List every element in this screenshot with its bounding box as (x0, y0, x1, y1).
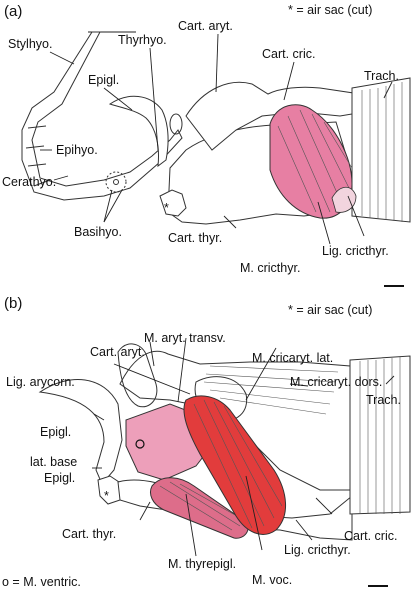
label-thyrhyo-a: Thyrhyo. (118, 33, 167, 47)
m-voc-fibers-b (193, 399, 283, 529)
panel-b: (b) * = air sac (cut) * (2, 295, 411, 589)
label-lig-arycorn-b: Lig. arycorn. (6, 375, 75, 389)
panel-a: (a) * = air sac (cut) * (2, 3, 411, 287)
trachea-rings-b (359, 357, 401, 514)
panel-a-tag: (a) (4, 3, 22, 20)
label-cart-aryt-a: Cart. aryt. (178, 19, 233, 33)
hyoid-chain-a (21, 31, 183, 201)
label-cart-thyr-a: Cart. thyr. (168, 231, 222, 245)
label-cerathyo-a: Cerathyo. (2, 175, 56, 189)
trachea-b (349, 355, 411, 515)
m-thyrepigl-muscle-b (150, 477, 249, 539)
m-cricthyr-muscle-a (269, 104, 353, 219)
leader-lines-a (40, 33, 393, 245)
lig-cricthyr-a (331, 186, 357, 213)
panel-a-air-sac-note: * = air sac (cut) (288, 3, 372, 17)
air-sac-a (159, 189, 187, 217)
panel-b-tag: (b) (4, 295, 22, 312)
air-sac-star-a: * (164, 201, 169, 215)
trachea-a (351, 77, 411, 223)
label-m-aryt-transv-b: M. aryt. transv. (144, 331, 226, 345)
hyoid-apparatus-a (21, 31, 183, 201)
label-epigl-a: Epigl. (88, 73, 119, 87)
trachea-rings-a (361, 82, 403, 222)
label-epihyo-a: Epihyo. (56, 143, 98, 157)
label-stylhyo-a: Stylhyo. (8, 37, 52, 51)
label-lat-base-2-b: Epigl. (44, 471, 75, 485)
label-m-cricthyr-a: M. cricthyr. (240, 261, 300, 275)
label-cart-cric-a: Cart. cric. (262, 47, 315, 61)
label-lig-cricthyr-b: Lig. cricthyr. (284, 543, 351, 557)
hyoid-segments-a (25, 125, 51, 187)
label-lig-cricthyr-a: Lig. cricthyr. (322, 244, 389, 258)
label-trach-b: Trach. (366, 393, 401, 407)
label-basihyo-a: Basihyo. (74, 225, 122, 239)
m-ventric-marker (135, 439, 145, 449)
label-epigl-b: Epigl. (40, 425, 71, 439)
epiglottis-a (108, 95, 169, 168)
label-trach-a: Trach. (364, 69, 399, 83)
label-m-thyrepigl-b: M. thyrepigl. (168, 557, 236, 571)
label-m-cricaryt-lat-b: M. cricaryt. lat. (252, 351, 333, 365)
basihyo-center (113, 179, 119, 185)
thyrhyo-joint (169, 113, 183, 135)
legend-m-ventric-b: o = M. ventric. (2, 575, 81, 589)
basihyo-bulb (105, 171, 127, 193)
label-cart-aryt-b: Cart. aryt. (90, 345, 145, 359)
arytenoid-outline-b (117, 343, 158, 408)
label-cart-cric-b: Cart. cric. (344, 529, 397, 543)
leader-lines-b (92, 337, 395, 557)
m-cricthyr-fibers-a (277, 109, 353, 213)
label-lat-base-1-b: lat. base (30, 455, 77, 469)
epiglottis-b (38, 379, 123, 485)
label-m-voc-b: M. voc. (252, 573, 292, 587)
label-cart-thyr-b: Cart. thyr. (62, 527, 116, 541)
m-cricaryt-dors-fibers (203, 365, 339, 415)
m-thyrepigl-fibers-b (159, 481, 245, 531)
air-sac-star-b: * (104, 489, 109, 503)
label-m-cricaryt-dors-b: M. cricaryt. dors. (290, 375, 382, 389)
cricoid-arytenoid-a (185, 81, 365, 151)
panel-b-air-sac-note: * = air sac (cut) (288, 303, 372, 317)
